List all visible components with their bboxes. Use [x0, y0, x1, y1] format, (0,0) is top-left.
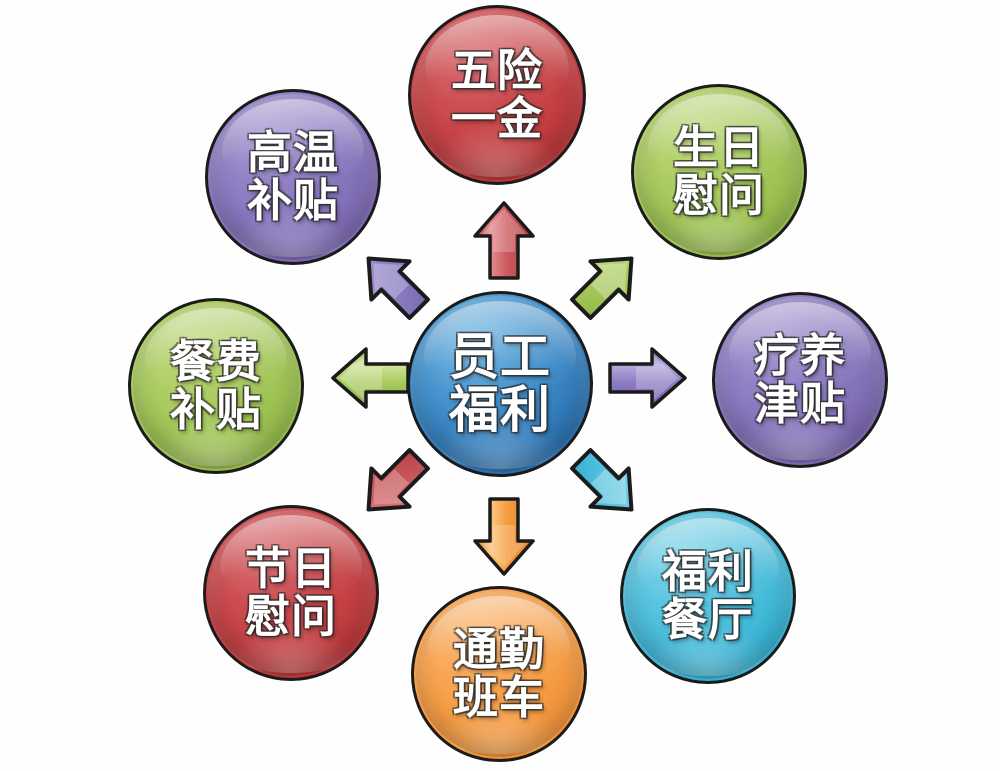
arrow-up-right-icon — [567, 245, 645, 323]
arrow-left-icon — [330, 345, 412, 411]
node-label: 疗养 津贴 — [753, 329, 846, 430]
arrow-down-right-icon — [567, 445, 645, 523]
node-high-temperature-subsidy[interactable]: 高温 补贴 — [205, 89, 381, 265]
arrow-up-left-icon — [355, 245, 433, 323]
node-label: 五险 一金 — [450, 44, 543, 145]
center-node-label: 员工 福利 — [449, 328, 551, 439]
node-label: 福利 餐厅 — [661, 545, 754, 646]
node-welfare-cafeteria[interactable]: 福利 餐厅 — [620, 508, 796, 684]
node-commuter-shuttle[interactable]: 通勤 班车 — [411, 586, 587, 762]
node-label: 餐费 补贴 — [169, 335, 262, 436]
node-label: 生日 慰问 — [672, 121, 765, 222]
arrow-down-icon — [471, 495, 537, 577]
node-label: 通勤 班车 — [452, 623, 545, 724]
node-meal-allowance[interactable]: 餐费 补贴 — [128, 298, 304, 474]
arrow-right-icon — [606, 345, 688, 411]
node-five-insurances-one-fund[interactable]: 五险 一金 — [408, 5, 586, 185]
node-label: 高温 补贴 — [246, 126, 339, 227]
node-birthday-greetings[interactable]: 生日 慰问 — [631, 84, 807, 260]
node-holiday-greetings[interactable]: 节日 慰问 — [203, 505, 379, 681]
node-label: 节日 慰问 — [244, 542, 337, 643]
arrow-down-left-icon — [355, 445, 433, 523]
arrow-up-icon — [471, 200, 537, 282]
node-convalescence-allowance[interactable]: 疗养 津贴 — [712, 292, 888, 468]
employee-benefits-center-node[interactable]: 员工 福利 — [407, 291, 593, 477]
